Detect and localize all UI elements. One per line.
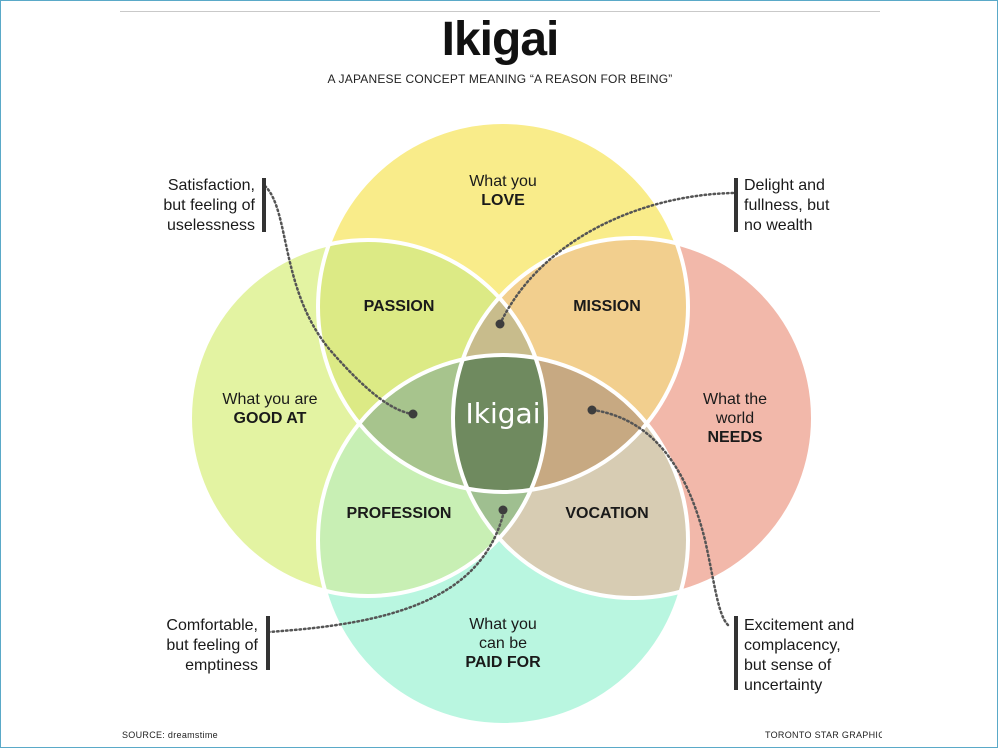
passion-label: PASSION	[364, 298, 435, 315]
needs-label-line1: What the	[703, 391, 767, 408]
circle-outlines	[188, 120, 815, 727]
note-line: emptiness	[185, 657, 258, 674]
page-title: Ikigai	[441, 13, 560, 66]
ikigai-center-label: Ikigai	[466, 397, 541, 430]
note-bottom-right: Excitement and complacency, but sense of…	[744, 616, 904, 696]
note-line: but feeling of	[166, 637, 258, 654]
source-credit: SOURCE: dreamstime	[122, 730, 218, 740]
note-bar-top-left	[262, 178, 266, 232]
graphic-credit: TORONTO STAR GRAPHIC	[765, 730, 882, 740]
note-line: uselessness	[166, 217, 255, 234]
note-line: complacency,	[744, 637, 841, 654]
needs-label-line3: NEEDS	[707, 429, 762, 446]
note-line: but feeling of	[163, 197, 255, 214]
note-top-right: Delight and fullness, but no wealth	[744, 176, 904, 236]
note-bar-top-right	[734, 178, 738, 232]
note-bar-bottom-right	[734, 616, 738, 690]
love-label-line2: LOVE	[481, 192, 525, 209]
triple-left-region	[318, 355, 546, 492]
note-bottom-left: Comfortable, but feeling of emptiness	[100, 616, 258, 676]
leader-line-bottom-left	[266, 513, 505, 634]
leader-line-top-right	[498, 191, 735, 326]
leader-dots	[408, 319, 597, 515]
mission-label: MISSION	[573, 298, 641, 315]
good-at-label-line2: GOOD AT	[234, 410, 307, 427]
top-rule	[120, 11, 880, 12]
dot-mission-triple	[495, 319, 505, 329]
note-line: no wealth	[744, 217, 813, 234]
note-line: Excitement and	[744, 617, 855, 634]
paid-for-label-line1: What you	[469, 616, 537, 633]
page-subtitle: A JAPANESE CONCEPT MEANING “A REASON FOR…	[327, 72, 673, 86]
needs-label-line2: world	[715, 410, 754, 427]
note-bars	[262, 178, 738, 690]
leader-line-bottom-right	[591, 408, 730, 627]
leader-line-top-left	[263, 184, 414, 416]
love-label-line1: What you	[469, 173, 537, 190]
note-line: but sense of	[744, 657, 832, 674]
paid-for-label-line3: PAID FOR	[465, 654, 541, 671]
dot-profession-triple	[498, 505, 508, 515]
good-at-label-line1: What you are	[222, 391, 317, 408]
note-line: Delight and	[744, 177, 825, 194]
triple-right-region	[453, 355, 688, 492]
note-line: Comfortable,	[166, 617, 258, 634]
note-line: fullness, but	[744, 197, 830, 214]
note-top-left: Satisfaction, but feeling of uselessness	[100, 176, 255, 236]
note-line: Satisfaction,	[167, 177, 255, 194]
dot-vocation-triple	[587, 405, 597, 415]
dot-passion-triple	[408, 409, 418, 419]
paid-for-label-line2: can be	[479, 635, 527, 652]
profession-label: PROFESSION	[347, 505, 452, 522]
leader-lines	[263, 184, 735, 634]
vocation-label: VOCATION	[565, 505, 648, 522]
note-bar-bottom-left	[266, 616, 270, 670]
note-line: uncertainty	[744, 677, 823, 694]
